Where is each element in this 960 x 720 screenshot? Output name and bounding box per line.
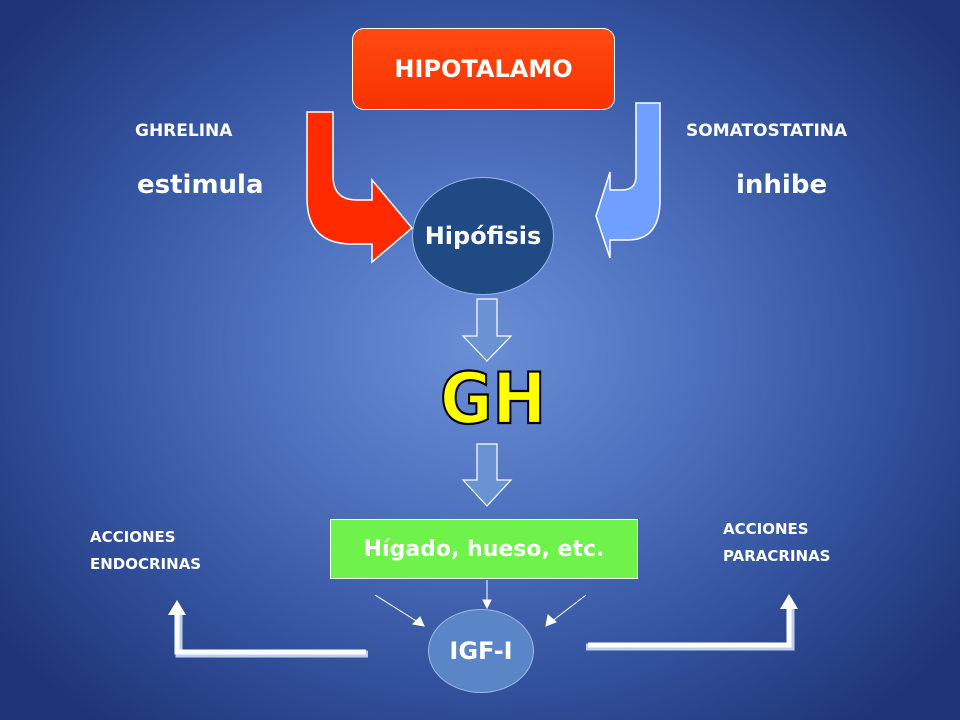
paracrine-arrow xyxy=(586,594,798,651)
stimulate-arrow xyxy=(306,111,414,264)
paracrine-actions-label: ACCIONES PARACRINAS xyxy=(723,516,831,570)
igf-node: IGF-I xyxy=(428,609,534,693)
hipofisis-node: Hipófisis xyxy=(412,177,554,295)
endocrine-actions-line2: ENDOCRINAS xyxy=(90,555,202,573)
paracrine-actions-line2: PARACRINAS xyxy=(723,547,831,565)
hipotalamo-box: HIPOTALAMO xyxy=(352,28,615,110)
gh-label: GH xyxy=(439,358,547,442)
inhibe-label: inhibe xyxy=(736,170,828,200)
endocrine-arrow xyxy=(168,600,368,658)
target-organs-box: Hígado, hueso, etc. xyxy=(330,519,638,579)
igf-label: IGF-I xyxy=(449,637,513,665)
endocrine-actions-line1: ACCIONES xyxy=(90,528,176,546)
target-organs-label: Hígado, hueso, etc. xyxy=(363,536,605,562)
hipofisis-label: Hipófisis xyxy=(424,222,542,250)
inhibit-arrow xyxy=(595,102,661,259)
down-arrow-to-gh xyxy=(461,298,513,362)
thin-arrows-to-igf xyxy=(374,580,587,627)
hipotalamo-label: HIPOTALAMO xyxy=(394,55,573,83)
paracrine-actions-line1: ACCIONES xyxy=(723,520,809,538)
ghrelina-label: GHRELINA xyxy=(135,121,233,141)
endocrine-actions-label: ACCIONES ENDOCRINAS xyxy=(90,524,201,578)
somatostatina-label: SOMATOSTATINA xyxy=(686,121,848,141)
estimula-label: estimula xyxy=(137,170,264,200)
down-arrow-to-target xyxy=(461,443,513,507)
